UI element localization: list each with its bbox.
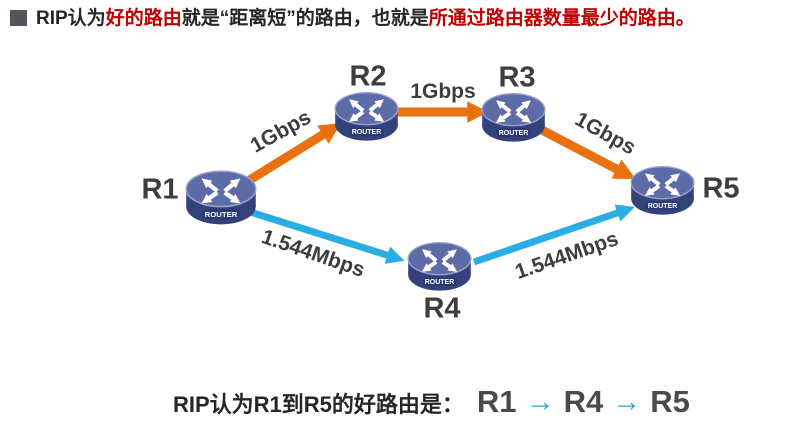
router-icon: ROUTER: [334, 91, 399, 141]
caption-node-r4: R4: [563, 384, 604, 419]
node-label-r3: R3: [498, 61, 536, 94]
router-icon-text: ROUTER: [425, 279, 455, 286]
link-label-r3-r5: 1Gbps: [571, 107, 640, 160]
title-row: RIP认为好的路由就是“距离短”的路由，也就是所通过路由器数量最少的路由。: [10, 6, 780, 31]
node-label-r4: R4: [423, 292, 461, 325]
router-node-r5: ROUTER: [629, 164, 696, 216]
title-segment-highlight: 所通过路由器数量最少的路由。: [428, 8, 695, 29]
title-segment-highlight: 好的路由: [105, 8, 182, 29]
link-label-r1-r2: 1Gbps: [246, 105, 315, 158]
node-label-r2: R2: [349, 60, 387, 93]
router-node-r3: ROUTER: [480, 91, 547, 143]
router-icon: ROUTER: [185, 170, 257, 225]
router-node-r2: ROUTER: [333, 90, 400, 142]
link-label-r1-r4: 1.544Mbps: [258, 225, 368, 282]
router-icon: ROUTER: [407, 242, 472, 291]
caption-node-r5: R5: [650, 384, 690, 419]
link-label-r2-r3: 1Gbps: [410, 80, 476, 103]
router-node-r1: ROUTER: [184, 168, 258, 226]
page-title: RIP认为好的路由就是“距离短”的路由，也就是所通过路由器数量最少的路由。: [36, 6, 695, 31]
caption-arrow-icon: →: [525, 386, 555, 418]
router-icon: ROUTER: [481, 92, 546, 142]
title-segment: 就是“距离短”的路由，也就是: [181, 8, 429, 29]
caption-prefix: RIP认为R1到R5的好路由是：: [173, 392, 464, 417]
router-icon-text: ROUTER: [499, 130, 529, 137]
best-route-caption: RIP认为R1到R5的好路由是： R1 → R4 → R5: [173, 384, 690, 420]
router-icon-text: ROUTER: [648, 203, 678, 210]
router-node-r4: ROUTER: [406, 240, 473, 292]
caption-node-r1: R1: [476, 384, 517, 419]
router-icon: ROUTER: [630, 166, 695, 215]
title-segment: RIP认为: [36, 8, 106, 29]
router-icon-text: ROUTER: [352, 129, 382, 136]
title-bullet-icon: [10, 10, 27, 26]
caption-arrow-icon: →: [612, 386, 642, 418]
node-label-r1: R1: [141, 173, 179, 206]
router-icon-text: ROUTER: [205, 210, 238, 219]
node-label-r5: R5: [702, 172, 740, 205]
link-label-r4-r5: 1.544Mbps: [512, 227, 622, 284]
